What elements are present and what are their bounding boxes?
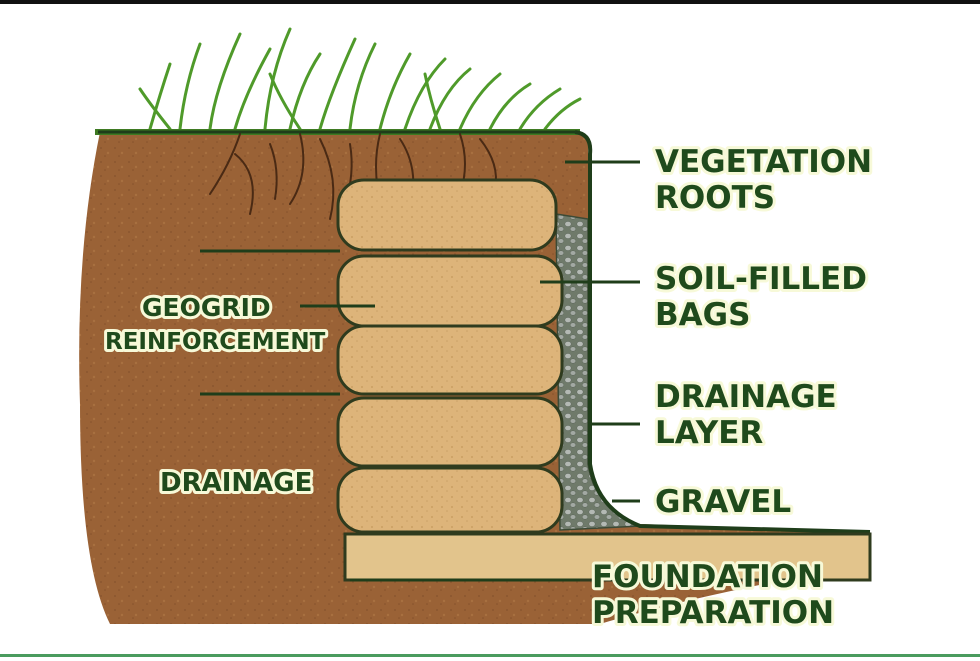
- label-geogrid-line1: GEOGRID: [142, 293, 271, 322]
- soil-bag: [336, 396, 564, 468]
- gravel-layer: [555, 213, 641, 531]
- label-vegetation-roots-line1: VEGETATION: [655, 144, 872, 180]
- soil-bag: [336, 178, 558, 252]
- soil-bag: [336, 466, 564, 534]
- foundation-pad: [343, 532, 872, 582]
- label-drainage-layer-line2: LAYER: [655, 415, 763, 451]
- label-foundation-preparation-line2: PREPARATION: [592, 595, 834, 631]
- label-vegetation-roots-line2: ROOTS: [655, 180, 775, 216]
- label-soil-filled-bags-line1: SOIL-FILLED: [655, 261, 867, 297]
- label-geogrid-line2: REINFORCEMENT: [105, 329, 326, 355]
- left-labels: GEOGRID REINFORCEMENT DRAINAGE: [102, 290, 329, 501]
- retaining-wall-diagram: VEGETATION ROOTS SOIL-FILLED BAGS DRAINA…: [79, 27, 875, 634]
- labels: VEGETATION ROOTS SOIL-FILLED BAGS DRAINA…: [589, 141, 875, 634]
- label-soil-filled-bags-line2: BAGS: [655, 297, 750, 333]
- leader-lines: [300, 160, 640, 582]
- slope-outline: [574, 130, 871, 534]
- label-drainage: DRAINAGE: [160, 468, 312, 498]
- soil-bag: [336, 254, 564, 328]
- label-gravel: GRAVEL: [655, 484, 791, 520]
- soil-bag: [336, 324, 564, 396]
- label-drainage-layer-line1: DRAINAGE: [655, 379, 837, 415]
- label-foundation-preparation-line1: FOUNDATION: [592, 559, 823, 595]
- grass-clump: [138, 27, 582, 131]
- soil-bag-stack: [336, 178, 564, 534]
